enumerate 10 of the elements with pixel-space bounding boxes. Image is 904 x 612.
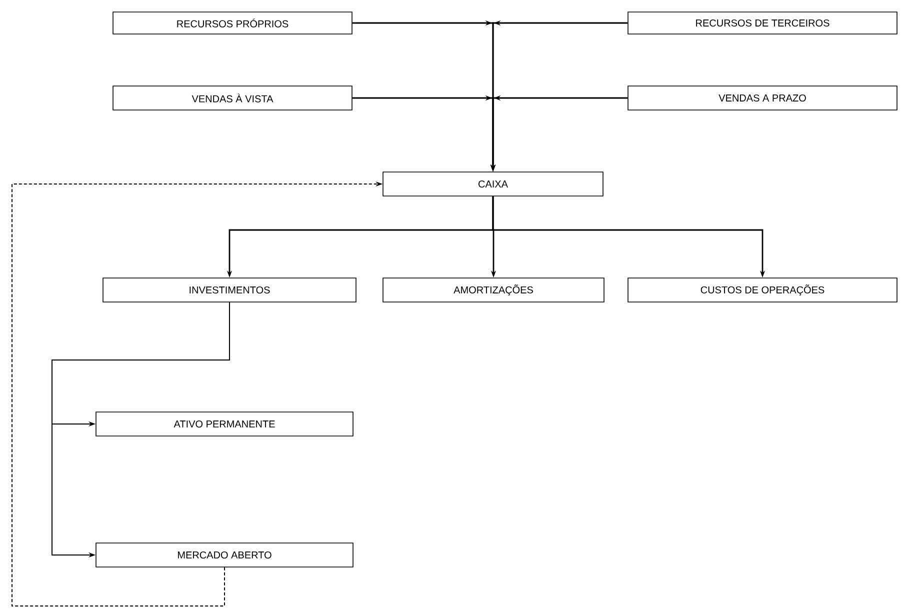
process-box: CAIXA (382, 172, 604, 196)
process-box: CUSTOS DE OPERAÇÕES (628, 278, 898, 302)
process-box: ATIVO PERMANENTE (96, 412, 354, 436)
process-box: MERCADO ABERTO (96, 542, 354, 568)
process-box: VENDAS À VISTA (112, 86, 352, 110)
process-box: VENDAS A PRAZO (628, 86, 898, 110)
process-box: RECURSOS DE TERCEIROS (628, 12, 898, 34)
process-box: RECURSOS PRÓPRIOS (112, 12, 352, 34)
process-box: AMORTIZAÇÕES (382, 278, 604, 302)
process-box: INVESTIMENTOS (102, 278, 356, 302)
